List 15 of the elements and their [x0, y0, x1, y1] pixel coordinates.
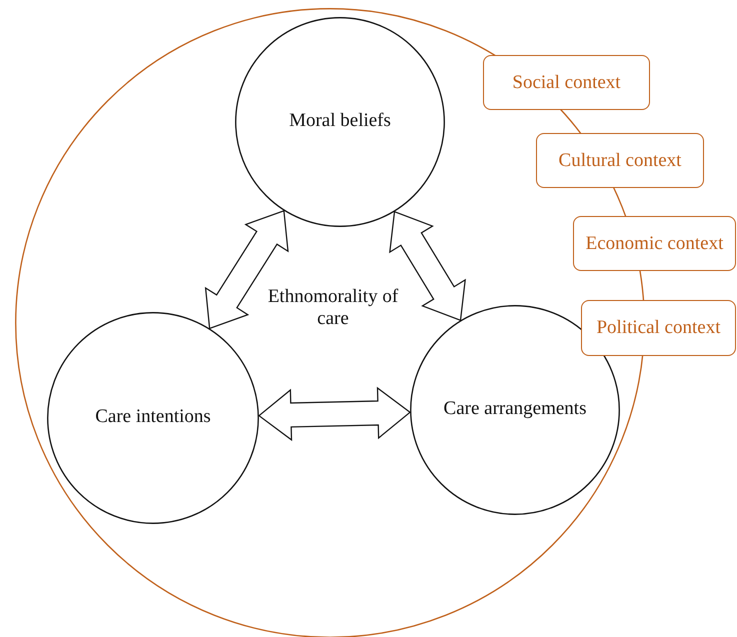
center-label: Ethnomorality of care [266, 286, 400, 330]
concept-label: Care intentions [94, 406, 212, 428]
double-block-arrow [389, 210, 466, 322]
double-block-arrow [258, 386, 411, 442]
context-label: Economic context [586, 232, 724, 254]
context-box [573, 216, 736, 271]
double-block-arrow [204, 210, 289, 330]
context-label: Social context [512, 72, 621, 94]
context-box [536, 133, 704, 188]
context-label: Cultural context [558, 150, 682, 172]
context-box [483, 55, 650, 110]
concept-label: Care arrangements [442, 398, 588, 420]
context-box [581, 300, 736, 356]
concept-label: Moral beliefs [288, 110, 392, 132]
context-label: Political context [596, 317, 720, 339]
